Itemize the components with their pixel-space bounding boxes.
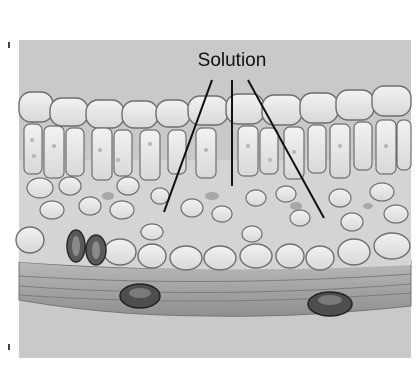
edge-mark-top	[8, 42, 10, 48]
solution-label: Solution	[198, 50, 267, 71]
edge-mark-bottom	[8, 344, 10, 350]
